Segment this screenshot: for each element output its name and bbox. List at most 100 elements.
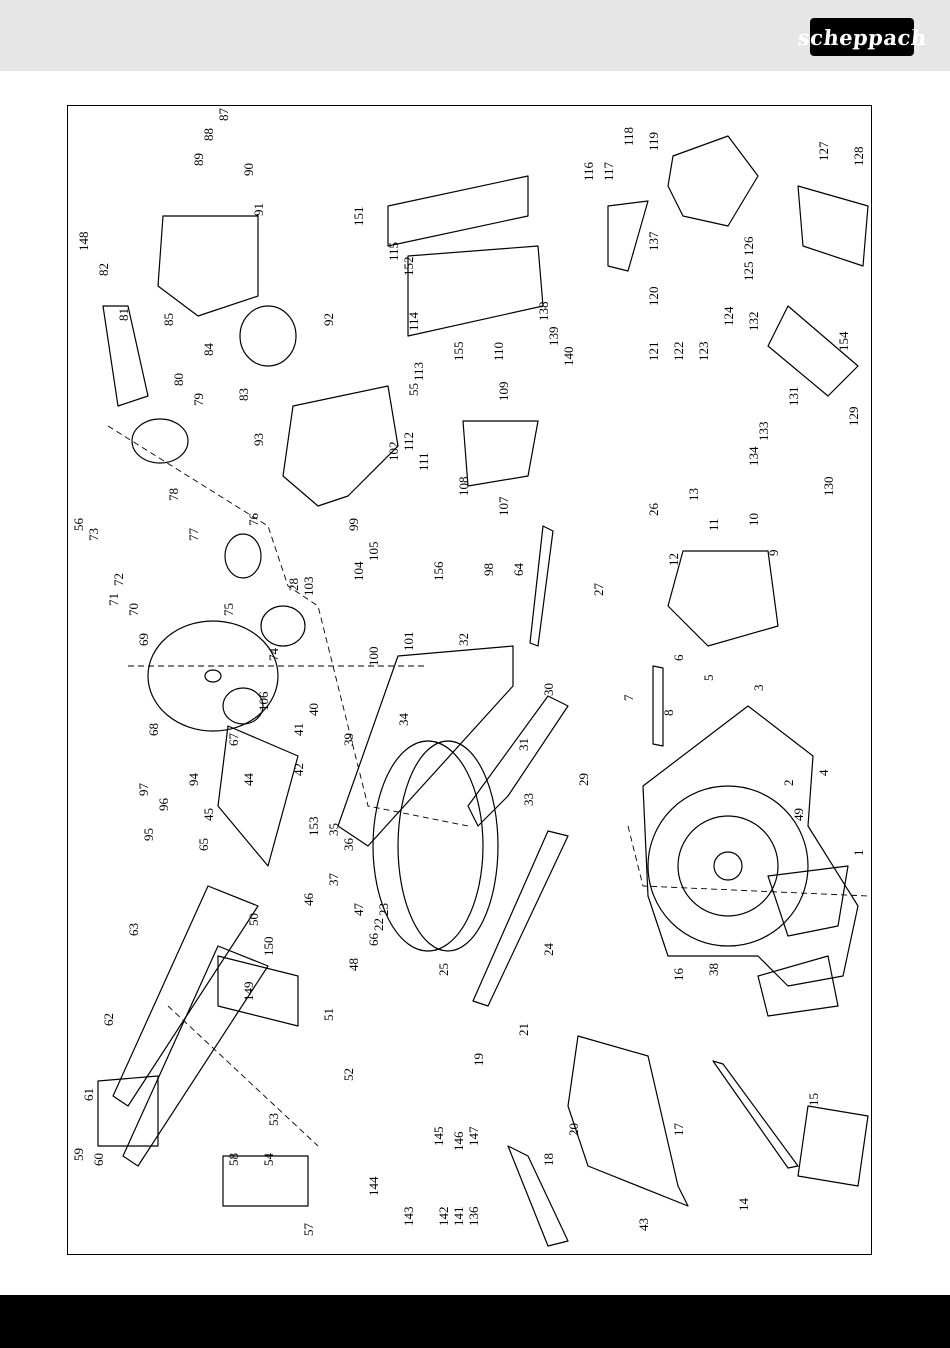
motor-assembly [102,215,306,725]
part-callout-37: 37 [326,873,341,887]
part-callout-24: 24 [541,943,556,957]
part-callout-100: 100 [366,647,381,667]
part-callout-54: 54 [261,1153,276,1167]
part-callout-14: 14 [736,1198,751,1212]
part-callout-5: 5 [701,675,716,682]
part-callout-153: 153 [306,817,321,837]
part-callout-60: 60 [91,1153,106,1166]
part-callout-26: 26 [646,503,661,517]
part-callout-128: 128 [851,147,866,167]
part-callout-39: 39 [341,733,356,746]
part-callout-151: 151 [351,207,366,227]
header-band: scheppach [0,0,950,71]
handle-assembly [607,135,869,397]
part-callout-1: 1 [851,850,866,857]
part-callout-114: 114 [406,311,421,331]
part-callout-82: 82 [96,263,111,276]
part-callout-46: 46 [301,893,316,907]
part-callout-132: 132 [746,312,761,332]
part-callout-117: 117 [601,161,616,181]
part-callout-84: 84 [201,343,216,357]
part-callout-11: 11 [706,518,721,531]
part-callout-16: 16 [671,968,686,982]
part-callout-118: 118 [621,127,636,146]
part-callout-40: 40 [306,703,321,716]
part-callout-124: 124 [721,306,736,326]
part-callout-107: 107 [496,496,511,516]
brand-name: scheppach [796,24,928,50]
part-callout-94: 94 [186,773,201,787]
part-callout-66: 66 [366,933,381,947]
part-callout-105: 105 [366,542,381,562]
part-callout-52: 52 [341,1068,356,1081]
part-callout-4: 4 [816,769,831,776]
part-callout-44: 44 [241,773,256,787]
footer-band [0,1295,950,1348]
part-callout-47: 47 [351,903,366,917]
part-callout-134: 134 [746,446,761,466]
part-callout-108: 108 [456,477,471,497]
saw-base [642,705,859,1017]
part-callout-59: 59 [71,1148,86,1161]
part-callout-144: 144 [366,1176,381,1196]
part-callout-58: 58 [226,1153,241,1166]
part-callout-8: 8 [661,710,676,717]
part-callout-95: 95 [141,828,156,841]
brand-logo: scheppach [796,18,928,56]
part-callout-155: 155 [451,342,466,362]
part-callout-79: 79 [191,393,206,406]
part-callout-119: 119 [646,132,661,151]
part-callout-102: 102 [386,442,401,462]
part-callout-120: 120 [646,287,661,307]
part-callout-70: 70 [126,603,141,616]
part-callout-145: 145 [431,1127,446,1147]
part-callout-129: 129 [846,407,861,427]
part-callout-29: 29 [576,773,591,786]
part-callout-148: 148 [76,232,91,252]
part-callout-127: 127 [816,141,831,161]
part-callout-130: 130 [821,477,836,497]
part-callout-51: 51 [321,1008,336,1021]
part-callout-65: 65 [196,838,211,851]
side-brackets [97,550,869,1207]
part-callout-131: 131 [786,387,801,407]
part-callout-96: 96 [156,798,171,812]
part-callout-48: 48 [346,958,361,971]
part-callout-20: 20 [566,1123,581,1136]
part-callout-9: 9 [766,550,781,557]
part-callout-123: 123 [696,342,711,362]
part-callout-17: 17 [671,1123,686,1137]
part-callout-53: 53 [266,1113,281,1126]
part-callout-36: 36 [341,838,356,852]
part-callout-143: 143 [401,1207,416,1227]
part-callout-74: 74 [266,648,281,662]
part-callout-55: 55 [406,383,421,396]
assembly-lines [107,425,869,1147]
part-callout-35: 35 [326,823,341,836]
part-callout-73: 73 [86,528,101,541]
part-callout-43: 43 [636,1218,651,1231]
part-callout-76: 76 [246,513,261,527]
part-callout-122: 122 [671,342,686,362]
part-callout-23: 23 [376,903,391,916]
part-callout-6: 6 [671,654,686,661]
part-callouts: 1234567891011121314151617181920212223242… [71,108,866,1237]
part-callout-137: 137 [646,231,661,251]
part-callout-31: 31 [516,738,531,751]
part-callout-75: 75 [221,603,236,616]
part-callout-19: 19 [471,1053,486,1066]
slide-rails [112,525,799,1169]
part-callout-93: 93 [251,433,266,446]
part-callout-12: 12 [666,553,681,566]
part-callout-112: 112 [401,432,416,451]
part-callout-121: 121 [646,342,661,362]
part-callout-49: 49 [791,808,806,821]
part-callout-138: 138 [536,302,551,322]
part-callout-7: 7 [621,694,636,701]
part-callout-50: 50 [246,913,261,926]
part-callout-90: 90 [241,163,256,176]
part-callout-72: 72 [111,573,126,586]
part-callout-110: 110 [491,342,506,361]
part-callout-77: 77 [186,528,201,542]
